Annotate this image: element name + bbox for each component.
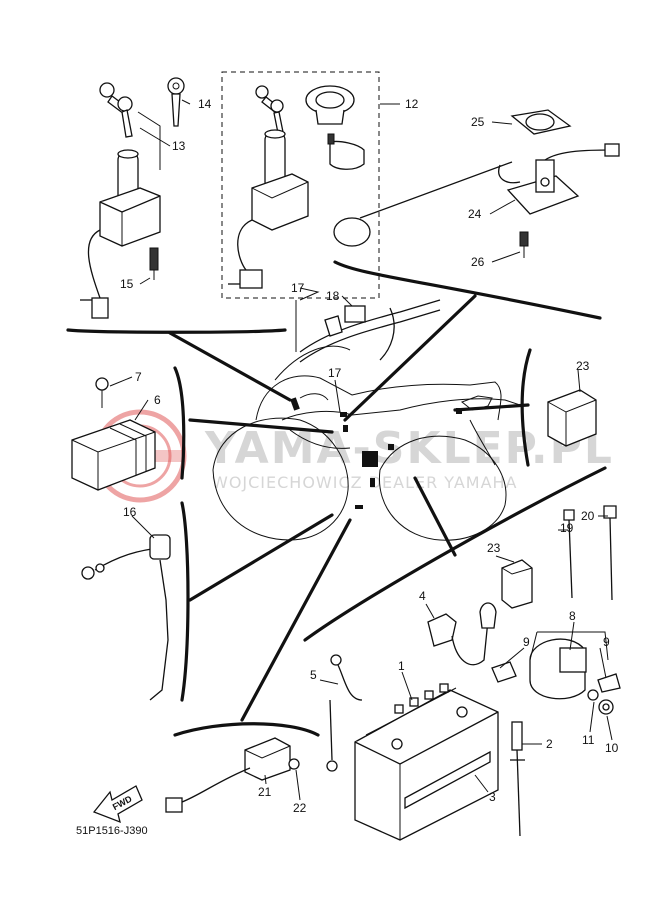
- fwd-arrow-icon: FWD: [92, 785, 143, 824]
- callout-3: 3: [489, 790, 496, 804]
- frame-component-block: [362, 451, 378, 467]
- starter-relay-assembly: [427, 602, 621, 715]
- frame-outline: [212, 345, 521, 541]
- callout-11: 11: [582, 733, 595, 747]
- callout-4: 4: [419, 589, 426, 603]
- callout-17-top: 17: [291, 281, 305, 295]
- spare-key-icon: [167, 77, 185, 127]
- battery-leads: [326, 654, 525, 837]
- callout-9-left: 9: [523, 635, 530, 649]
- callout-25: 25: [471, 115, 485, 129]
- watermark-tagline: WOJCIECHOWICZ DEALER YAMAHA: [212, 473, 518, 492]
- rectifier-assembly: [71, 377, 156, 491]
- battery-assembly: [354, 683, 499, 841]
- relay-lower-assembly: [501, 559, 533, 609]
- callout-7: 7: [135, 370, 142, 384]
- panel-borders: [66, 260, 607, 737]
- callout-20: 20: [581, 509, 595, 523]
- watermark-brand: YAMA-SKLEP.PL: [204, 423, 614, 474]
- fuel-sender-assembly: [333, 109, 620, 258]
- callout-6: 6: [154, 393, 161, 407]
- callout-21: 21: [258, 785, 272, 799]
- callout-5: 5: [310, 668, 317, 682]
- leader-lines: [109, 99, 613, 801]
- callout-17-mid: 17: [328, 366, 342, 380]
- callout-23-right: 23: [576, 359, 590, 373]
- callout-15: 15: [120, 277, 134, 291]
- callout-9-right: 9: [603, 635, 610, 649]
- sensor-assembly: [81, 534, 171, 701]
- cable-tie-assembly: [563, 505, 617, 601]
- callout-16: 16: [123, 505, 137, 519]
- callout-14: 14: [198, 97, 212, 111]
- main-switch-assembly: [80, 77, 185, 319]
- key-set-dashed-box: [221, 71, 380, 299]
- callout-labels: 1 2 3 4 5 6 7 8 9 9 10 11 12 13 14 15 16…: [120, 97, 619, 815]
- callout-10: 10: [605, 741, 619, 755]
- callout-8: 8: [569, 609, 576, 623]
- callout-23-lower: 23: [487, 541, 501, 555]
- key-icon: [99, 82, 133, 138]
- callout-1: 1: [398, 659, 405, 673]
- key-set-assembly: [228, 85, 365, 289]
- callout-12: 12: [405, 97, 419, 111]
- wire-harness-assembly: [295, 299, 441, 363]
- callout-13: 13: [172, 139, 186, 153]
- callout-19: 19: [560, 521, 574, 535]
- callout-22: 22: [293, 801, 307, 815]
- watermark: YAMA-SKLEP.PL WOJCIECHOWICZ DEALER YAMAH…: [93, 409, 614, 503]
- callout-2: 2: [546, 737, 553, 751]
- callout-26: 26: [471, 255, 485, 269]
- callout-18: 18: [326, 289, 340, 303]
- sidestand-switch-assembly: [165, 737, 300, 813]
- callout-24: 24: [468, 207, 482, 221]
- diagram-code: 51P1516-J390: [76, 825, 148, 837]
